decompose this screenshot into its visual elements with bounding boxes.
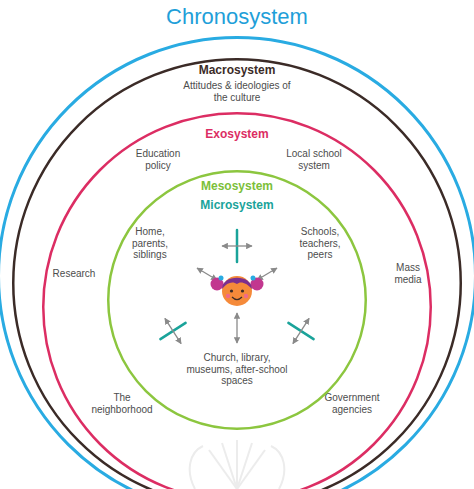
example-text: Schools, teachers, peers [292, 226, 348, 261]
example-text: Church, library, museums, after-school s… [183, 352, 291, 387]
example-text: The neighborhood [86, 392, 158, 415]
system-description: Attitudes & ideologies of the culture [181, 80, 293, 103]
double-arrow [257, 268, 277, 280]
system-heading: Macrosystem [199, 64, 276, 78]
example-text: Research [53, 268, 96, 280]
watermark-hand [271, 446, 284, 489]
child-cheek [226, 294, 230, 298]
pigtail [211, 278, 224, 291]
separator-line [160, 323, 185, 339]
child-figure [211, 276, 264, 307]
watermark [190, 440, 285, 489]
child-smile [232, 297, 242, 300]
double-arrow [222, 245, 252, 246]
system-heading: Microsystem [200, 199, 273, 213]
example-text: Education policy [128, 148, 188, 171]
system-ring: MesosystemMicrosystemHome, parents, sibl… [107, 170, 367, 430]
ring-outline [42, 112, 432, 489]
watermark-line [236, 440, 238, 489]
system-ring: MacrosystemAttitudes & ideologies of the… [12, 58, 462, 489]
double-arrow [165, 318, 181, 343]
hair-bow [219, 276, 224, 281]
watermark-line [237, 450, 265, 489]
watermark-line [209, 450, 237, 489]
example-text: Government agencies [316, 392, 388, 415]
watermark-hand [190, 446, 203, 489]
example-text: Home, parents, siblings [126, 226, 174, 261]
ring-circle [13, 59, 461, 489]
mesosystem-separators [160, 230, 313, 339]
system-heading: Mesosystem [201, 180, 273, 194]
watermark-line [237, 443, 252, 489]
interaction-arrows [165, 246, 309, 344]
system-ring: ExosystemEducation policy Local school sy… [42, 112, 432, 489]
system-heading: Chronosystem [166, 4, 308, 29]
ring-circle [108, 171, 366, 429]
watermark-line [222, 443, 237, 489]
ring-circle [43, 113, 431, 489]
double-arrow [197, 268, 217, 280]
double-arrow [236, 313, 237, 343]
separator-line [288, 323, 313, 339]
example-text: Mass media [388, 262, 428, 285]
child-face [222, 276, 252, 306]
double-arrow [293, 318, 309, 343]
example-text: Local school system [279, 148, 349, 171]
child-eye [230, 289, 233, 292]
system-heading: Exosystem [205, 128, 268, 142]
system-ring: ChronosystemMacrosystemAttitudes & ideol… [0, 36, 474, 489]
child-cheek [244, 294, 248, 298]
pigtail [251, 278, 264, 291]
child-eye [241, 289, 244, 292]
child-hair [222, 278, 252, 289]
ring-circle [0, 38, 474, 489]
hair-bow [251, 276, 256, 281]
separator-line [236, 230, 239, 262]
